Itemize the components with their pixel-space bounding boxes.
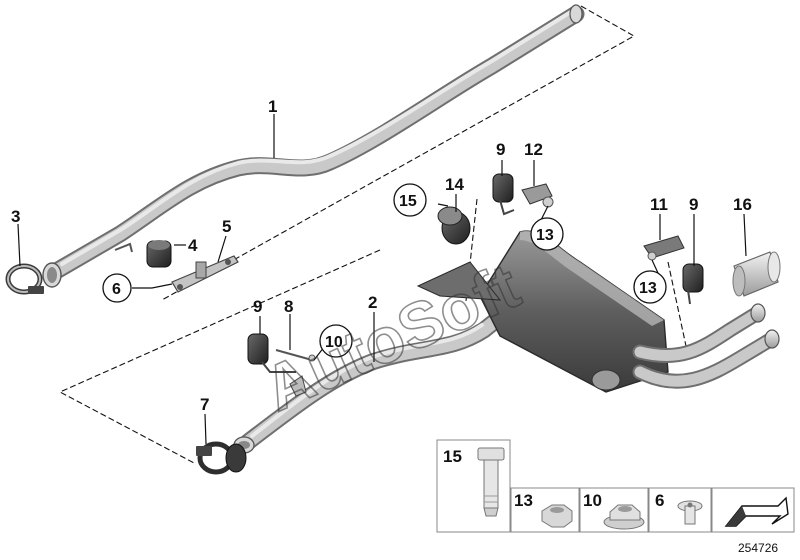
- legend-nut-number: 13: [514, 491, 533, 510]
- callout-circle-10: [319, 324, 353, 358]
- legend-screw-number: 6: [655, 491, 664, 510]
- legend-collar-nut-number: 10: [583, 491, 602, 510]
- callout-14: 14: [445, 175, 464, 194]
- tailpipes: [632, 303, 780, 389]
- callout-9-left: 9: [253, 297, 262, 316]
- tailpipe-trim: [732, 251, 781, 297]
- band-clamp-rear: [196, 441, 247, 475]
- callout-5: 5: [222, 217, 231, 236]
- bracket-8: [275, 349, 316, 362]
- rear-pipe: [233, 313, 503, 454]
- rubber-mount: [146, 240, 172, 268]
- rear-muffler: [416, 230, 669, 393]
- callout-circle-6: [102, 273, 132, 303]
- collar-nut-icon: [603, 504, 645, 530]
- hanger-9-right: [682, 263, 704, 305]
- callout-6: 6: [112, 281, 121, 298]
- callout-10: 10: [325, 334, 343, 351]
- band-clamp-front: [5, 263, 44, 295]
- callout-9-top: 9: [496, 140, 505, 159]
- hanger-9-left: [247, 333, 296, 373]
- callout-1: 1: [268, 97, 277, 116]
- bracket-11: [643, 235, 685, 261]
- callout-9-right: 9: [689, 195, 698, 214]
- leader-lines: [17, 114, 747, 445]
- hardware-legend: 15 13 10 6: [436, 439, 795, 533]
- forward-arrow-icon: [724, 496, 789, 527]
- callout-13-top: 13: [536, 227, 554, 244]
- callout-7: 7: [200, 395, 209, 414]
- callout-15: 15: [399, 193, 417, 210]
- bushing: [437, 206, 471, 245]
- callout-11: 11: [650, 195, 668, 214]
- hex-nut-icon: [541, 504, 573, 528]
- hanger-9-top: [492, 173, 515, 216]
- callout-2: 2: [368, 293, 377, 312]
- front-pipe: [42, 4, 585, 288]
- callout-3: 3: [11, 207, 20, 226]
- assembly-boundary: [58, 5, 687, 465]
- legend-bolt-number: 15: [443, 447, 462, 466]
- bracket: [171, 255, 239, 293]
- torx-screw-icon: [677, 500, 703, 525]
- callout-circle-13-top: [530, 217, 564, 251]
- bolt-icon: [477, 447, 505, 517]
- callout-13-right: 13: [639, 280, 657, 297]
- callout-12: 12: [524, 140, 543, 159]
- callout-circle-13-right: [633, 270, 667, 304]
- callout-circle-15: [393, 183, 427, 217]
- callout-8: 8: [284, 297, 293, 316]
- callout-16: 16: [733, 195, 752, 214]
- bracket-12: [521, 183, 554, 208]
- callouts: 1 2 3 4 5 6 7 8 9 9 9 10 11 12 13 13 14 …: [11, 97, 752, 414]
- figure-number: 254726: [738, 541, 778, 555]
- callout-4: 4: [188, 236, 198, 255]
